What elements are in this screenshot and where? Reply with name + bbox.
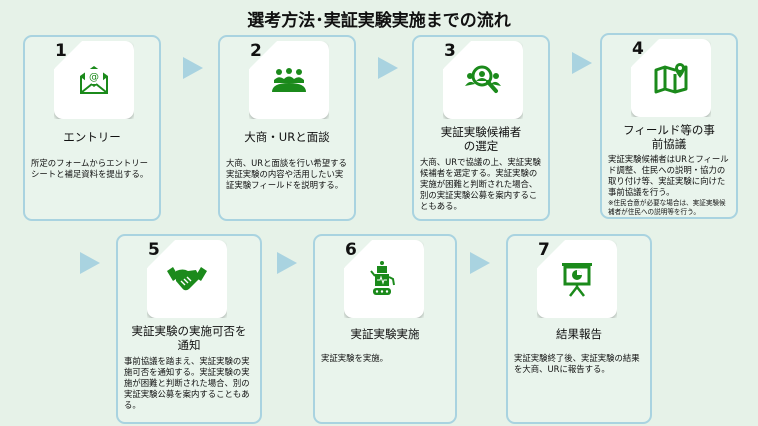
step-number: 4 [632, 39, 644, 59]
step-title: 結果報告 [556, 327, 602, 341]
step-title: 実証実験実施 [350, 327, 420, 341]
step-description: 大商、URで協議の上、実証実験候補者を選定する。実証実験の実施が困難と判断された… [420, 157, 541, 211]
step-number: 7 [538, 240, 550, 260]
arrow-icon [378, 57, 398, 79]
step-description: 実証実験終了後、実証実験の結果を大商、URに報告する。 [514, 353, 640, 374]
step-card-5: 5 実証実験の実施可否を通知 事前協議を踏まえ、実証実験の実施可否を通知する。実… [116, 234, 262, 424]
arrow-icon [277, 252, 297, 274]
map-pin-icon [631, 39, 711, 117]
step-number: 5 [148, 240, 160, 260]
step-title: エントリー [63, 130, 121, 144]
svg-text:@: @ [89, 72, 99, 83]
step-title: フィールド等の事前協議 [623, 123, 715, 151]
step-number: 1 [55, 41, 67, 61]
page-title: 選考方法･実証実験実施までの流れ [247, 11, 511, 31]
arrow-icon [183, 57, 203, 79]
step-card-3: 3 実証実験候補者の選定 大商、URで協議の上、実証実験候補者を選定する。実証実… [412, 35, 550, 221]
step-card-6: 6 実証実験実施 実証実験を実施。 [313, 234, 457, 424]
candidate-search-icon [443, 41, 523, 119]
step-description: 実証実験候補者はURとフィールド調整、住民への説明・協力の取り付け等、実証実験に… [608, 154, 729, 197]
step-title: 実証実験の実施可否を通知 [131, 324, 247, 352]
envelope-at-icon: @ [54, 41, 134, 119]
robot-icon [344, 240, 424, 318]
step-card-1: @ 1 エントリー 所定のフォームからエントリーシートと補足資料を提出する。 [23, 35, 161, 221]
step-number: 2 [250, 41, 262, 61]
step-description: 事前協議を踏まえ、実証実験の実施可否を通知する。実証実験の実施が困難と判断された… [124, 356, 250, 410]
step-description-block: 実証実験候補者はURとフィールド調整、住民への説明・協力の取り付け等、実証実験に… [608, 154, 732, 217]
arrow-icon [80, 252, 100, 274]
step-number: 3 [444, 41, 456, 61]
step-card-4: 4 フィールド等の事前協議 実証実験候補者はURとフィールド調整、住民への説明・… [600, 33, 738, 219]
step-title: 大商・URと面談 [244, 130, 330, 144]
step-description: 実証実験を実施。 [321, 353, 388, 363]
arrow-icon [470, 252, 490, 274]
step-title: 実証実験候補者の選定 [440, 125, 522, 153]
arrow-icon [572, 52, 592, 74]
step-card-2: 2 大商・URと面談 大商、URと面談を行い希望する実証実験の内容や活用したい実… [218, 35, 356, 221]
step-note: ※住民合意が必要な場合は、実証実験候補者が住民への説明等を行う。 [608, 199, 726, 216]
step-description: 所定のフォームからエントリーシートと補足資料を提出する。 [31, 158, 149, 179]
step-card-7: 7 結果報告 実証実験終了後、実証実験の結果を大商、URに報告する。 [506, 234, 652, 424]
handshake-icon [147, 240, 227, 318]
step-description: 大商、URと面談を行い希望する実証実験の内容や活用したい実証実験フィールドを説明… [226, 158, 347, 190]
meeting-icon [249, 41, 329, 119]
presentation-icon [537, 240, 617, 318]
step-number: 6 [345, 240, 357, 260]
